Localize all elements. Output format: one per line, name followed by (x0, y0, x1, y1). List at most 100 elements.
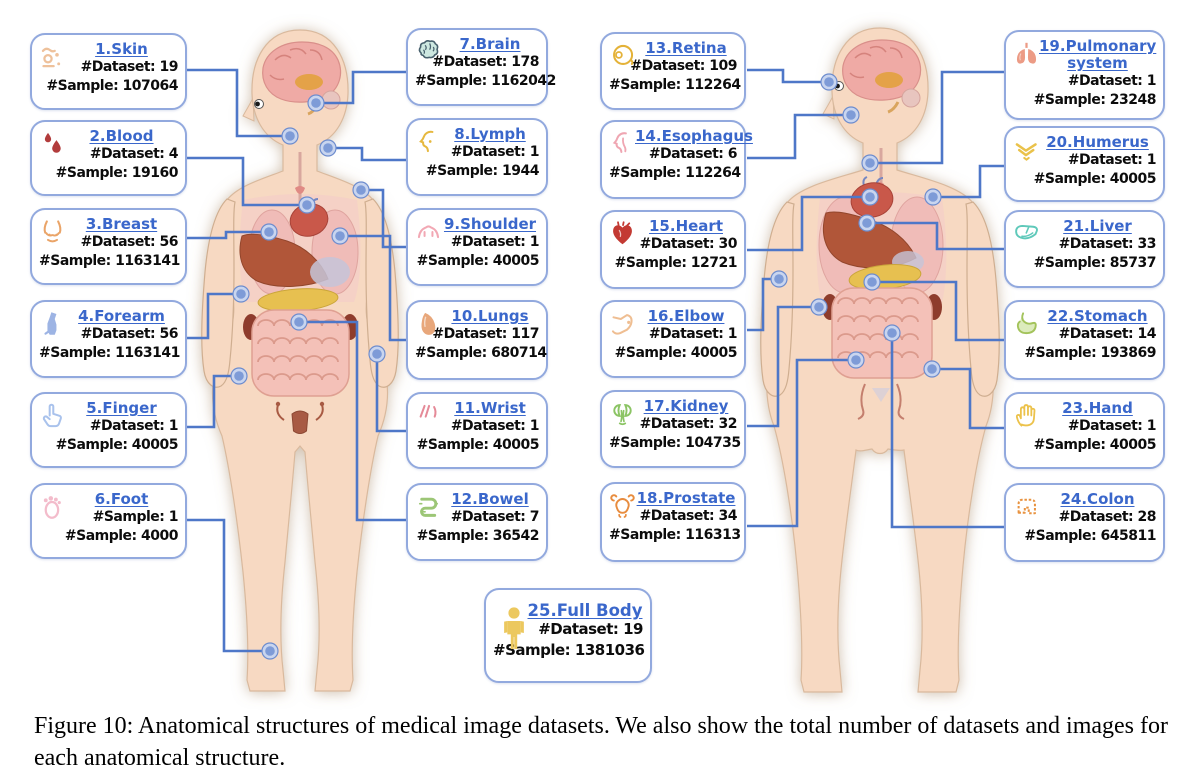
structure-card-wrist: 11.Wrist#Dataset: 1#Sample: 40005 (406, 392, 548, 469)
structure-stat: #Sample: 1944 (425, 163, 540, 179)
structure-card-skin: 1.Skin#Dataset: 19#Sample: 107064 (30, 33, 187, 110)
structure-stats: #Dataset: 56#Sample: 1163141 (39, 233, 180, 271)
structure-stat: #Sample: 40005 (55, 437, 179, 453)
structure-card-elbow: 16.Elbow#Dataset: 1#Sample: 40005 (600, 300, 746, 378)
structure-stats: #Dataset: 4#Sample: 19160 (39, 145, 179, 183)
structure-stat: #Dataset: 1 (89, 418, 179, 434)
structure-stats: #Dataset: 19#Sample: 1381036 (493, 619, 645, 661)
lymph-icon (415, 128, 442, 155)
structure-stat: #Sample: 40005 (416, 253, 540, 269)
colon-icon (1013, 493, 1040, 520)
structure-stat: #Sample: 107064 (46, 78, 178, 94)
esophagus-icon (609, 130, 636, 157)
structure-stat: #Sample: 645811 (1024, 528, 1156, 544)
structure-stat: #Sample: 23248 (1033, 92, 1157, 108)
structure-stat: #Sample: 85737 (1033, 255, 1157, 271)
full-body-icon (498, 606, 530, 652)
forearm-icon (39, 310, 66, 337)
structure-title-shoulder: 9.Shoulder (443, 215, 537, 233)
elbow-icon (609, 310, 636, 337)
structure-card-esophagus: 14.Esophagus#Dataset: 6#Sample: 112264 (600, 120, 753, 199)
pulmonary-system-icon (1013, 40, 1040, 67)
structure-title-full-body: 25.Full Body (527, 601, 643, 620)
structure-card-lungs: 10.Lungs#Dataset: 117#Sample: 680714 (406, 300, 548, 380)
structure-card-brain: 7.Brain#Dataset: 178#Sample: 1162042 (406, 28, 556, 106)
structure-stat: #Sample: 40005 (1033, 437, 1157, 453)
structure-stats: #Dataset: 19#Sample: 107064 (39, 58, 178, 96)
blood-icon (39, 130, 66, 157)
structure-stat: #Dataset: 14 (1058, 326, 1157, 342)
structure-stat: #Dataset: 34 (639, 508, 738, 524)
structure-card-foot: 6.Foot#Sample: 1#Sample: 4000 (30, 483, 187, 559)
structure-stat: #Sample: 1163141 (39, 253, 180, 269)
structure-stat: #Dataset: 1 (1067, 418, 1157, 434)
structure-stat: #Dataset: 1 (648, 326, 738, 342)
figure-caption: Figure 10: Anatomical structures of medi… (34, 713, 1168, 771)
humerus-icon (1013, 136, 1040, 163)
structure-stats: #Dataset: 1#Sample: 40005 (415, 417, 540, 455)
structure-card-liver: 21.Liver#Dataset: 33#Sample: 85737 (1004, 210, 1165, 288)
structure-title-breast: 3.Breast (85, 215, 158, 233)
structure-title-finger: 5.Finger (86, 399, 157, 417)
brain-icon (415, 38, 442, 65)
structure-title-foot: 6.Foot (94, 490, 149, 508)
structure-card-full-body: 25.Full Body#Dataset: 19#Sample: 1381036 (484, 588, 652, 683)
structure-title-wrist: 11.Wrist (454, 399, 526, 417)
structure-stat: #Dataset: 1 (1067, 152, 1157, 168)
structure-stat: #Sample: 36542 (416, 528, 540, 544)
skin-icon (39, 43, 66, 70)
structure-stat: #Sample: 40005 (614, 345, 738, 361)
structure-stats: #Dataset: 1 #Sample: 40005 (609, 325, 738, 363)
structure-card-forearm: 4.Forearm#Dataset: 56#Sample: 1163141 (30, 300, 187, 378)
structure-stat: #Sample: 12721 (614, 255, 738, 271)
hand-icon (1013, 402, 1040, 429)
structure-stat: #Dataset: 30 (639, 236, 738, 252)
structure-title-heart: 15.Heart (649, 217, 723, 235)
structure-card-stomach: 22.Stomach#Dataset: 14#Sample: 193869 (1004, 300, 1165, 380)
structure-stat: #Sample: 680714 (415, 345, 547, 361)
bowel-icon (415, 493, 442, 520)
structure-card-breast: 3.Breast#Dataset: 56#Sample: 1163141 (30, 208, 187, 285)
structure-card-kidney: 17.Kidney#Dataset: 32#Sample: 104735 (600, 390, 746, 468)
structure-stat: #Dataset: 7 (450, 509, 540, 525)
structure-stat: #Sample: 112264 (609, 77, 741, 93)
structure-title-forearm: 4.Forearm (78, 307, 165, 325)
structure-card-colon: 24.Colon#Dataset: 28#Sample: 645811 (1004, 483, 1165, 562)
structure-stat: #Sample: 40005 (1033, 171, 1157, 187)
structure-stat: #Dataset: 1 (450, 234, 540, 250)
structure-stat: #Sample: 104735 (609, 435, 741, 451)
structure-card-lymph: 8.Lymph#Dataset: 1#Sample: 1944 (406, 118, 548, 196)
structure-stat: #Dataset: 28 (1058, 509, 1157, 525)
structure-stat: #Dataset: 56 (80, 326, 179, 342)
structure-card-prostate: 18.Prostate#Dataset: 34#Sample: 116313 (600, 482, 746, 562)
kidney-icon (609, 400, 636, 427)
wrist-icon (415, 402, 442, 429)
structure-stat: #Dataset: 109 (630, 58, 737, 74)
structure-title-hand: 23.Hand (1062, 399, 1133, 417)
structure-stat: #Sample: 112264 (609, 165, 741, 181)
structure-stats: #Sample: 1#Sample: 4000 (39, 508, 179, 546)
structure-card-shoulder: 9.Shoulder#Dataset: 1 #Sample: 40005 (406, 208, 548, 286)
structure-title-blood: 2.Blood (89, 127, 154, 145)
structure-stat: #Dataset: 1 (1067, 73, 1157, 89)
structure-stats: #Dataset: 30 #Sample: 12721 (609, 235, 738, 273)
structure-card-hand: 23.Hand#Dataset: 1 #Sample: 40005 (1004, 392, 1165, 469)
structure-title-prostate: 18.Prostate (636, 489, 736, 507)
structure-title-esophagus: 14.Esophagus (635, 127, 753, 145)
structure-card-retina: 13.Retina#Dataset: 109 #Sample: 112264 (600, 32, 746, 110)
structure-stats: #Dataset: 14 #Sample: 193869 (1013, 325, 1156, 363)
structure-card-pulmonary-system: 19.Pulmonary system#Dataset: 1#Sample: 2… (1004, 30, 1165, 120)
structure-stat: #Sample: 193869 (1024, 345, 1156, 361)
structure-stat: #Dataset: 19 (538, 620, 643, 638)
prostate-icon (609, 492, 636, 519)
structure-stats: #Dataset: 33#Sample: 85737 (1013, 235, 1157, 273)
structure-title-retina: 13.Retina (645, 39, 727, 57)
structure-stats: #Dataset: 34#Sample: 116313 (609, 507, 741, 545)
lungs-icon (415, 310, 442, 337)
breast-icon (39, 218, 66, 245)
structure-title-lungs: 10.Lungs (451, 307, 529, 325)
structure-stat: #Sample: 1162042 (415, 73, 556, 89)
structure-title-skin: 1.Skin (95, 40, 148, 58)
